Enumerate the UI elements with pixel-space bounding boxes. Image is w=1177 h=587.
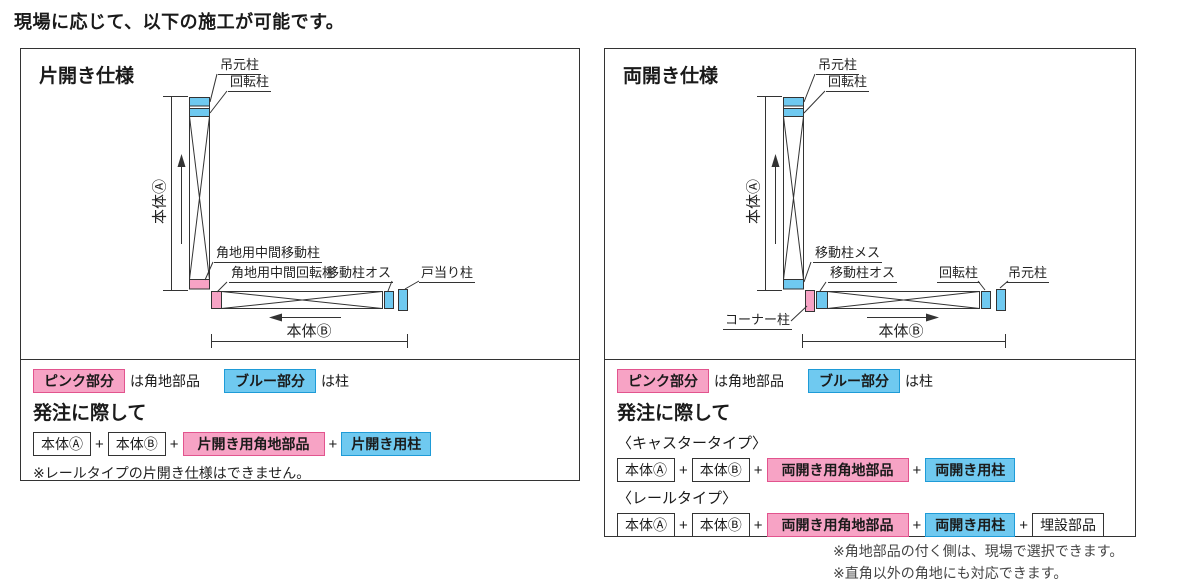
double-opening-panel: 両開き仕様	[604, 48, 1136, 537]
gate-body-horizontal	[211, 291, 394, 309]
formula-corner-parts: 両開き用角地部品	[766, 458, 909, 482]
plus-sign: +	[679, 516, 688, 534]
leader-lines	[790, 73, 1009, 322]
dimension-a-lines	[757, 96, 782, 291]
direction-arrow-up	[771, 154, 780, 244]
plus-sign: +	[753, 516, 763, 534]
blue-legend-desc: は柱	[321, 373, 349, 389]
footnote-line: ※直角以外の角地にも対応できます。	[833, 564, 1068, 581]
gate-body-vertical	[783, 97, 804, 290]
legend-row: ピンク部分は角地部品 ブルー部分は柱	[33, 369, 567, 393]
plus-sign: +	[1019, 516, 1029, 534]
blue-legend-desc: は柱	[905, 373, 933, 389]
dimension-a-lines	[163, 96, 188, 291]
hanging-post-right-shape	[996, 289, 1006, 311]
double-opening-info: ピンク部分は角地部品 ブルー部分は柱 発注に際して 〈キャスタータイプ〉 本体Ⓐ …	[605, 359, 1135, 537]
moving-post-female-label: 移動柱メス	[813, 245, 883, 263]
body-a-label: 本体Ⓐ	[151, 179, 169, 225]
moving-post-male-label: 移動柱オス	[324, 265, 394, 283]
order-heading: 発注に際して	[617, 403, 731, 424]
corner-mid-rotating-post-label: 角地用中間回転柱	[229, 265, 338, 283]
single-opening-diagram-canvas	[163, 73, 420, 348]
formula-body-a: 本体Ⓐ	[617, 458, 675, 482]
formula-body-a: 本体Ⓐ	[33, 432, 91, 456]
double-opening-diagram: 吊元柱 回転柱 本体Ⓐ 移動柱メス 移動柱オス コーナー柱 回転柱 吊元柱 本体…	[605, 49, 1135, 359]
direction-arrow-up	[177, 154, 186, 244]
page-title: 現場に応じて、以下の施工が可能です。	[14, 12, 345, 32]
formula-body-b: 本体Ⓑ	[691, 513, 750, 537]
double-opening-diagram-canvas	[757, 73, 1009, 348]
caster-order-formula: 本体Ⓐ + 本体Ⓑ + 両開き用角地部品 + 両開き用柱	[617, 458, 1123, 482]
body-b-label: 本体Ⓑ	[286, 323, 332, 340]
caster-type-heading: 〈キャスタータイプ〉	[617, 435, 768, 452]
single-opening-panel: 片開き仕様	[20, 48, 580, 481]
blue-legend-chip: ブルー部分	[808, 369, 900, 393]
plus-sign: +	[912, 516, 922, 534]
plus-sign: +	[912, 461, 922, 479]
formula-body-b: 本体Ⓑ	[691, 458, 750, 482]
moving-post-male-label: 移動柱オス	[828, 265, 898, 283]
footnote-line: ※角地部品の付く側は、現場で選択できます。	[833, 543, 1124, 559]
door-stop-post-label: 戸当り柱	[419, 265, 476, 283]
plus-sign: +	[753, 461, 763, 479]
footnotes: ※角地部品の付く側は、現場で選択できます。 ※直角以外の角地にも対応できます。	[833, 541, 1123, 584]
direction-arrow-left	[269, 313, 341, 322]
plus-sign: +	[679, 461, 688, 479]
plus-sign: +	[328, 435, 338, 453]
formula-corner-parts: 片開き用角地部品	[182, 432, 325, 456]
order-formula: 本体Ⓐ + 本体Ⓑ + 片開き用角地部品 + 片開き用柱	[33, 432, 567, 456]
double-opening-panel-title: 両開き仕様	[623, 66, 719, 87]
hanging-post-label: 吊元柱	[816, 57, 860, 75]
single-opening-diagram: 吊元柱 回転柱 本体Ⓐ 角地用中間移動柱 角地用中間回転柱 移動柱オス 戸当り柱…	[21, 49, 579, 359]
plus-sign: +	[95, 435, 104, 453]
formula-body-a: 本体Ⓐ	[617, 513, 675, 537]
rotating-post-right-label: 回転柱	[937, 265, 981, 283]
rotating-post-label: 回転柱	[228, 74, 272, 92]
dimension-b-lines	[211, 334, 408, 348]
pink-legend-desc: は角地部品	[130, 373, 200, 389]
single-opening-info: ピンク部分は角地部品 ブルー部分は柱 発注に際して 本体Ⓐ + 本体Ⓑ + 片開き…	[21, 359, 579, 481]
rail-type-heading: 〈レールタイプ〉	[617, 490, 738, 507]
gate-body-vertical	[189, 97, 210, 290]
formula-body-b: 本体Ⓑ	[107, 432, 166, 456]
corner-post-shape	[805, 290, 815, 312]
single-opening-panel-title: 片開き仕様	[39, 66, 135, 87]
formula-buried-parts: 埋設部品	[1032, 513, 1105, 537]
legend-row: ピンク部分は角地部品 ブルー部分は柱	[617, 369, 1123, 393]
pink-legend-chip: ピンク部分	[33, 369, 125, 393]
formula-post: 両開き用柱	[925, 458, 1016, 482]
dimension-b-lines	[802, 334, 1006, 348]
formula-post: 両開き用柱	[925, 513, 1016, 537]
order-note: ※レールタイプの片開き仕様はできません。	[33, 465, 311, 481]
pink-legend-desc: は角地部品	[714, 373, 784, 389]
hanging-post-right-label: 吊元柱	[1006, 265, 1050, 283]
order-heading: 発注に際して	[33, 403, 147, 424]
formula-corner-parts: 両開き用角地部品	[766, 513, 909, 537]
hanging-post-label: 吊元柱	[218, 57, 262, 75]
plus-sign: +	[169, 435, 179, 453]
direction-arrow-right	[867, 313, 939, 322]
corner-post-label: コーナー柱	[723, 312, 793, 330]
gate-body-horizontal	[816, 291, 991, 309]
rotating-post-label: 回転柱	[826, 74, 870, 92]
formula-post: 片開き用柱	[341, 432, 432, 456]
pink-legend-chip: ピンク部分	[617, 369, 709, 393]
rail-order-formula: 本体Ⓐ + 本体Ⓑ + 両開き用角地部品 + 両開き用柱 + 埋設部品	[617, 513, 1123, 537]
blue-legend-chip: ブルー部分	[224, 369, 316, 393]
body-b-label: 本体Ⓑ	[878, 323, 924, 340]
corner-mid-moving-post-label: 角地用中間移動柱	[214, 245, 323, 263]
door-stop-post-shape	[398, 289, 408, 311]
body-a-label: 本体Ⓐ	[745, 179, 763, 225]
